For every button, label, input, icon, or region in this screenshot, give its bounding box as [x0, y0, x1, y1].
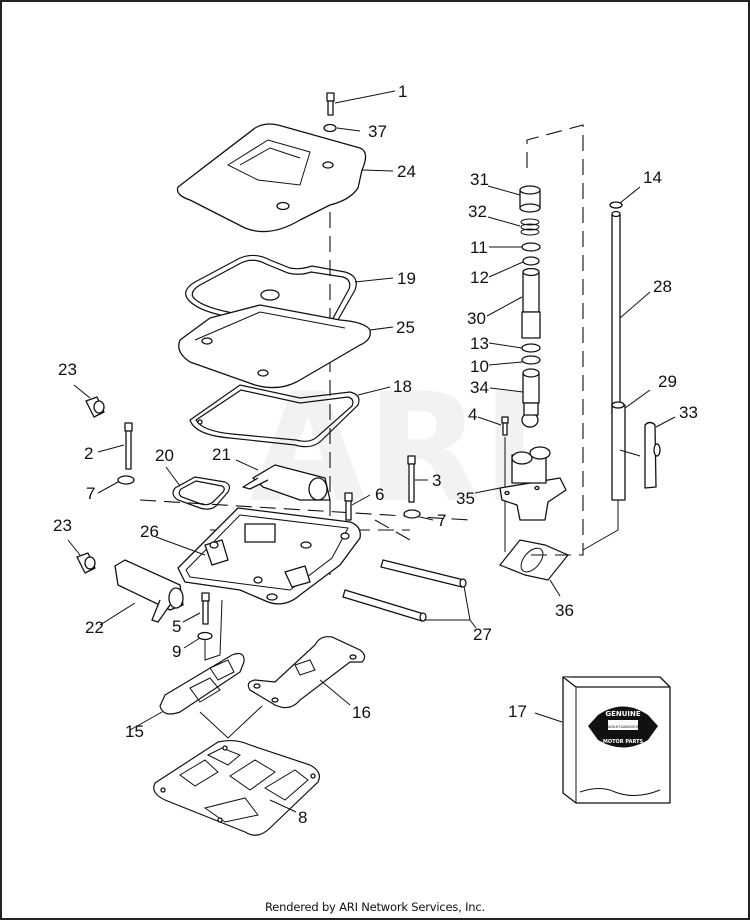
callout-13[interactable]: 13	[470, 334, 489, 353]
callout-30[interactable]: 30	[467, 309, 486, 328]
pushrod-axis-line	[526, 124, 584, 556]
callout-1[interactable]: 1	[398, 82, 407, 101]
part-15-gasket[interactable]	[159, 652, 245, 715]
callout-28[interactable]: 28	[653, 277, 672, 296]
callout-29[interactable]: 29	[658, 372, 677, 391]
callout-26[interactable]: 26	[140, 522, 159, 541]
part-32-spring[interactable]	[520, 218, 540, 236]
callout-11[interactable]: 11	[470, 238, 488, 257]
part-37-washer[interactable]	[323, 123, 337, 133]
part-3-bolt[interactable]	[407, 455, 416, 503]
genuine-motor-parts-logo: GENUINE HARLEY-DAVIDSON MOTOR PARTS	[588, 706, 658, 748]
part-4-bolt[interactable]	[501, 416, 509, 436]
part-7-washer-right[interactable]	[403, 509, 421, 519]
part-21-rocker-arm[interactable]	[242, 464, 331, 501]
callout-35[interactable]: 35	[456, 489, 475, 508]
logo-genuine-text: GENUINE	[605, 710, 641, 718]
callout-14[interactable]: 14	[643, 168, 662, 187]
callout-17[interactable]: 17	[508, 702, 527, 721]
callout-18[interactable]: 18	[393, 377, 412, 396]
part-26-support-plate[interactable]	[177, 507, 361, 605]
part-1-bolt[interactable]	[326, 92, 335, 116]
part-35-lifter-block[interactable]	[499, 446, 567, 521]
callout-23-upper[interactable]: 23	[58, 360, 77, 379]
callout-31[interactable]: 31	[470, 170, 489, 189]
part-10-washer[interactable]	[521, 355, 541, 365]
part-30-tube[interactable]	[521, 267, 541, 339]
callout-2[interactable]: 2	[84, 444, 93, 463]
part-7-washer-left[interactable]	[117, 475, 135, 485]
callout-36[interactable]: 36	[555, 601, 574, 620]
part-14-o-ring[interactable]	[609, 201, 623, 209]
callout-32[interactable]: 32	[468, 202, 487, 221]
callout-6[interactable]: 6	[375, 485, 384, 504]
part-27-shaft-lower[interactable]	[342, 589, 427, 622]
callout-10[interactable]: 10	[470, 357, 489, 376]
callout-19[interactable]: 19	[397, 269, 416, 288]
callout-27[interactable]: 27	[473, 625, 492, 644]
callout-3[interactable]: 3	[432, 471, 441, 490]
part-23-plug-lower[interactable]	[76, 552, 96, 574]
callout-25[interactable]: 25	[396, 318, 415, 337]
part-23-plug-upper[interactable]	[85, 396, 105, 418]
watermark-text: ARI	[250, 362, 537, 536]
part-16-gasket[interactable]	[247, 636, 366, 709]
leader-lines	[67, 90, 676, 813]
callout-4[interactable]: 4	[468, 405, 477, 424]
callout-21[interactable]: 21	[212, 445, 231, 464]
axis-line-9	[204, 599, 223, 661]
callout-20[interactable]: 20	[155, 446, 174, 465]
callout-12[interactable]: 12	[470, 268, 489, 287]
callout-8[interactable]: 8	[298, 808, 307, 827]
part-13-o-ring[interactable]	[521, 343, 541, 353]
part-34-lifter[interactable]	[521, 368, 540, 428]
part-9-washer[interactable]	[197, 631, 213, 641]
footer-credit: Rendered by ARI Network Services, Inc.	[265, 900, 485, 914]
part-31-cup[interactable]	[519, 185, 541, 213]
part-6-bolt[interactable]	[344, 492, 353, 521]
part-8-gasket[interactable]	[153, 739, 320, 836]
part-2-bolt[interactable]	[124, 422, 133, 470]
part-36-gasket[interactable]	[499, 539, 569, 581]
part-27-shaft-upper[interactable]	[380, 559, 467, 588]
part-28-pushrod[interactable]	[611, 210, 621, 415]
part-5-bolt[interactable]	[201, 592, 210, 625]
part-24-rocker-cover[interactable]	[176, 123, 367, 233]
part-17-kit-box[interactable]: GENUINE HARLEY-DAVIDSON MOTOR PARTS	[562, 676, 671, 804]
part-22-rocker-arm[interactable]	[114, 559, 184, 623]
callout-37[interactable]: 37	[368, 122, 387, 141]
axis-line-3	[374, 519, 411, 541]
callout-15[interactable]: 15	[125, 722, 144, 741]
callout-34[interactable]: 34	[470, 378, 489, 397]
callout-24[interactable]: 24	[397, 162, 416, 181]
logo-brand-text: HARLEY-DAVIDSON	[606, 725, 640, 729]
part-18-gasket[interactable]	[189, 384, 360, 448]
group-leader-15-16	[199, 705, 263, 739]
part-12-o-ring[interactable]	[522, 256, 540, 266]
callout-9[interactable]: 9	[172, 642, 181, 661]
callout-23-lower[interactable]: 23	[53, 516, 72, 535]
part-20-seal[interactable]	[172, 476, 231, 510]
callout-labels: 1 37 24 19 25 18 23 2 20 21 3 7 6 7 23 2…	[53, 82, 698, 827]
callout-22[interactable]: 22	[85, 618, 104, 637]
axis-line-29	[582, 500, 619, 551]
part-25-rocker-housing[interactable]	[178, 289, 371, 389]
callout-33[interactable]: 33	[679, 403, 698, 422]
part-33-clip[interactable]	[644, 421, 661, 489]
callout-7-left[interactable]: 7	[86, 484, 95, 503]
callout-5[interactable]: 5	[172, 617, 181, 636]
callout-16[interactable]: 16	[352, 703, 371, 722]
part-11-washer[interactable]	[521, 242, 541, 252]
logo-motor-parts-text: MOTOR PARTS	[603, 739, 644, 745]
callout-7-right[interactable]: 7	[437, 511, 446, 530]
